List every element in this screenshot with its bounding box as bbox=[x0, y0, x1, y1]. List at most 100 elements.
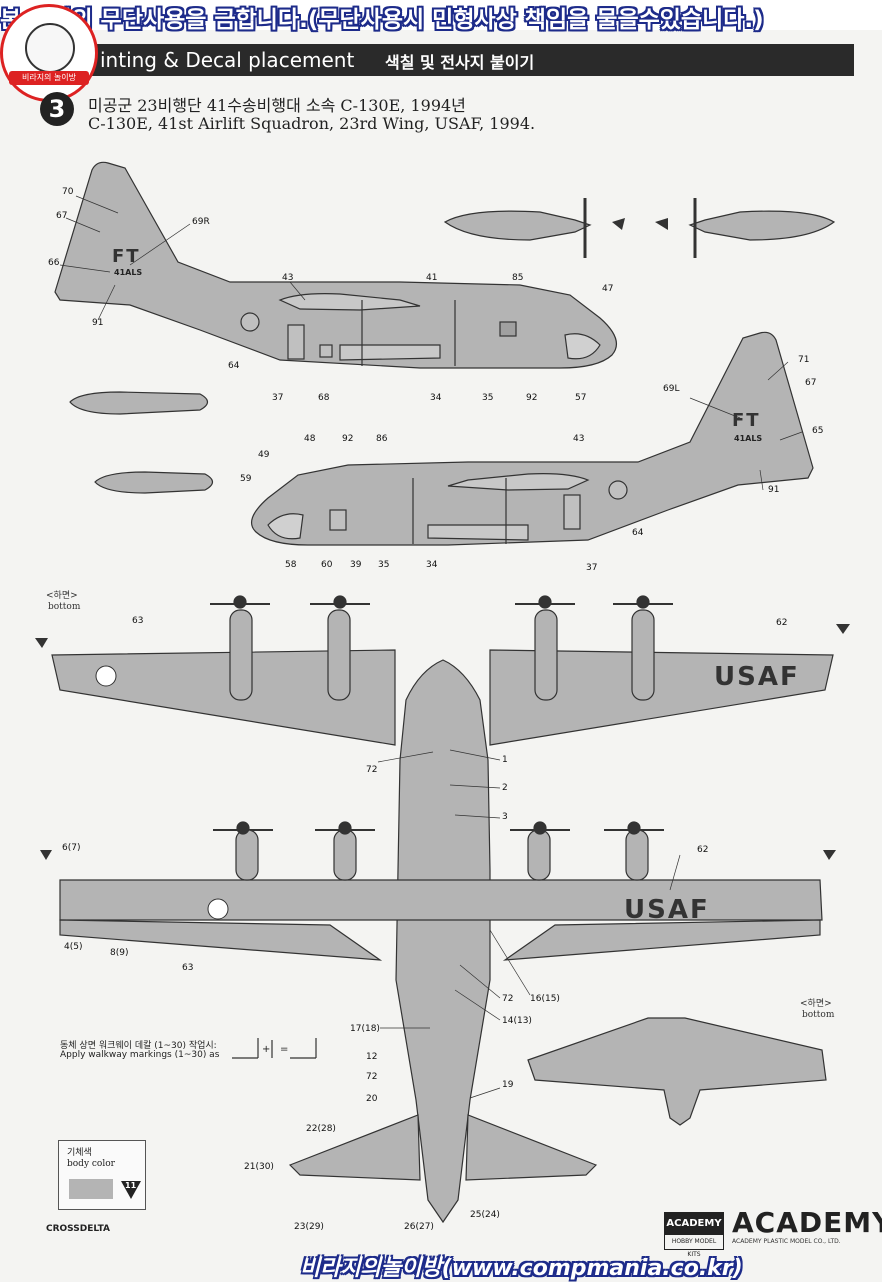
callout: 35 bbox=[378, 560, 390, 570]
callout: 25(24) bbox=[470, 1210, 500, 1220]
callout: 86 bbox=[376, 434, 388, 444]
walkway-note-en: Apply walkway markings (1~30) as bbox=[60, 1050, 220, 1060]
body-color-swatch bbox=[69, 1179, 113, 1199]
callout: 47 bbox=[602, 284, 614, 294]
top-watermark-banner: 본 사진의 무단사용을 금합니다.(무단사용시 민형사상 책임을 물을수있습니다… bbox=[0, 0, 882, 33]
step-title-ko: 미공군 23비행단 41수송비행대 소속 C-130E, 1994년 bbox=[88, 96, 466, 115]
side-view-left bbox=[250, 331, 814, 546]
walkway-equals: = bbox=[280, 1044, 289, 1055]
tail-code-right: FT bbox=[112, 246, 141, 267]
callout: 21(30) bbox=[244, 1162, 274, 1172]
tail-unit-left: 41ALS bbox=[734, 434, 763, 443]
callout: 69L bbox=[663, 384, 680, 394]
usaf-top-wing: USAF bbox=[624, 895, 710, 925]
callout: 62 bbox=[697, 845, 709, 855]
callout: 66 bbox=[48, 258, 60, 268]
callout: 65 bbox=[812, 426, 824, 436]
callout: 59 bbox=[240, 474, 252, 484]
color-number-marker-icon bbox=[121, 1181, 141, 1199]
crossdelta-logo: CROSSDELTA bbox=[46, 1224, 111, 1234]
callout: 26(27) bbox=[404, 1222, 434, 1232]
step-number: 3 bbox=[40, 92, 74, 126]
section-header-bar: inting & Decal placement 색칠 및 전사지 붙이기 bbox=[40, 44, 854, 76]
header-title-ko: 색칠 및 전사지 붙이기 bbox=[385, 53, 535, 72]
callout: 67 bbox=[56, 211, 68, 221]
callout: 12 bbox=[366, 1052, 378, 1062]
academy-wordmark: ACADEMY bbox=[732, 1206, 882, 1239]
engine-nacelle-right bbox=[688, 198, 836, 258]
academy-company: ACADEMY PLASTIC MODEL CO., LTD. bbox=[732, 1238, 841, 1245]
bottom-label-en-2: bottom bbox=[802, 1010, 835, 1020]
callout: 20 bbox=[366, 1094, 378, 1104]
external-tank-2 bbox=[94, 471, 214, 494]
bottom-label-en: bottom bbox=[48, 602, 81, 612]
callout: 64 bbox=[228, 361, 240, 371]
walkway-note-ko: 동체 상면 워크웨이 데칼 (1~30) 작업시: bbox=[60, 1041, 217, 1051]
callout: 39 bbox=[350, 560, 362, 570]
roundel-insignia bbox=[95, 665, 229, 920]
callout: 1 bbox=[502, 755, 508, 765]
callout: 60 bbox=[321, 560, 333, 570]
walkway-example bbox=[232, 1038, 317, 1059]
top-view-fuselage bbox=[59, 659, 823, 1224]
callout: 62 bbox=[776, 618, 788, 628]
callout: 85 bbox=[512, 273, 524, 283]
logo-band: 비라지의 놀이방 bbox=[9, 71, 89, 85]
tail-code-left: FT bbox=[732, 410, 761, 431]
callout: 41 bbox=[426, 273, 438, 283]
callout: 14(13) bbox=[502, 1016, 532, 1026]
callout: 72 bbox=[502, 994, 514, 1004]
callout: 64 bbox=[632, 528, 644, 538]
callout: 92 bbox=[526, 393, 538, 403]
walkway-plus: + bbox=[262, 1044, 271, 1055]
callout: 37 bbox=[272, 393, 284, 403]
callout: 35 bbox=[482, 393, 494, 403]
bottom-label-ko: <하면> bbox=[46, 591, 78, 601]
bottom-wing-left bbox=[51, 609, 396, 746]
callout: 43 bbox=[573, 434, 585, 444]
side-view-right bbox=[54, 161, 618, 369]
callout: 68 bbox=[318, 393, 330, 403]
callout: 22(28) bbox=[306, 1124, 336, 1134]
usaf-bottom-wing: USAF bbox=[714, 662, 800, 692]
callout: 57 bbox=[575, 393, 587, 403]
callout: 67 bbox=[805, 378, 817, 388]
callout: 16(15) bbox=[530, 994, 560, 1004]
academy-badge-title: ACADEMY bbox=[665, 1213, 723, 1235]
callout: 72 bbox=[366, 1072, 378, 1082]
callout: 69R bbox=[192, 217, 210, 227]
step-title-en: C-130E, 41st Airlift Squadron, 23rd Wing… bbox=[88, 114, 536, 133]
tailplane-bottom-view bbox=[527, 1017, 827, 1126]
external-tank-1 bbox=[69, 391, 209, 415]
callout: 58 bbox=[285, 560, 297, 570]
bottom-watermark-banner: 비라지의놀이방(www.compmania.co.kr) bbox=[0, 1250, 882, 1281]
callout: 72 bbox=[366, 765, 378, 775]
callout: 48 bbox=[304, 434, 316, 444]
callout: 2 bbox=[502, 783, 508, 793]
bottom-watermark-text: 비라지의놀이방(www.compmania.co.kr) bbox=[300, 1256, 743, 1281]
callout: 4(5) bbox=[64, 942, 83, 952]
callout: 34 bbox=[430, 393, 442, 403]
callout: 6(7) bbox=[62, 843, 81, 853]
body-color-label-en: body color bbox=[67, 1159, 115, 1169]
engine-nacelle-left bbox=[443, 198, 592, 258]
body-color-label-ko: 기체색 bbox=[67, 1148, 92, 1158]
academy-badge-sub: HOBBY MODEL KITS bbox=[671, 1238, 717, 1258]
callout: 63 bbox=[132, 616, 144, 626]
callout: 3 bbox=[502, 812, 508, 822]
callout: 23(29) bbox=[294, 1222, 324, 1232]
callout: 37 bbox=[586, 563, 598, 573]
body-color-legend: 기체색 body color 11 bbox=[58, 1140, 146, 1210]
header-title-en: inting & Decal placement bbox=[100, 48, 355, 72]
top-watermark-text: 본 사진의 무단사용을 금합니다.(무단사용시 민형사상 책임을 물을수있습니다… bbox=[0, 7, 764, 33]
callout: 70 bbox=[62, 187, 74, 197]
callout: 91 bbox=[768, 485, 780, 495]
callout: 71 bbox=[798, 355, 810, 365]
callout: 17(18) bbox=[350, 1024, 380, 1034]
callout: 19 bbox=[502, 1080, 514, 1090]
callout: 8(9) bbox=[110, 948, 129, 958]
orientation-markers bbox=[35, 218, 850, 860]
academy-badge: ACADEMY HOBBY MODEL KITS bbox=[664, 1212, 724, 1258]
body-color-number: 11 bbox=[125, 1181, 137, 1190]
